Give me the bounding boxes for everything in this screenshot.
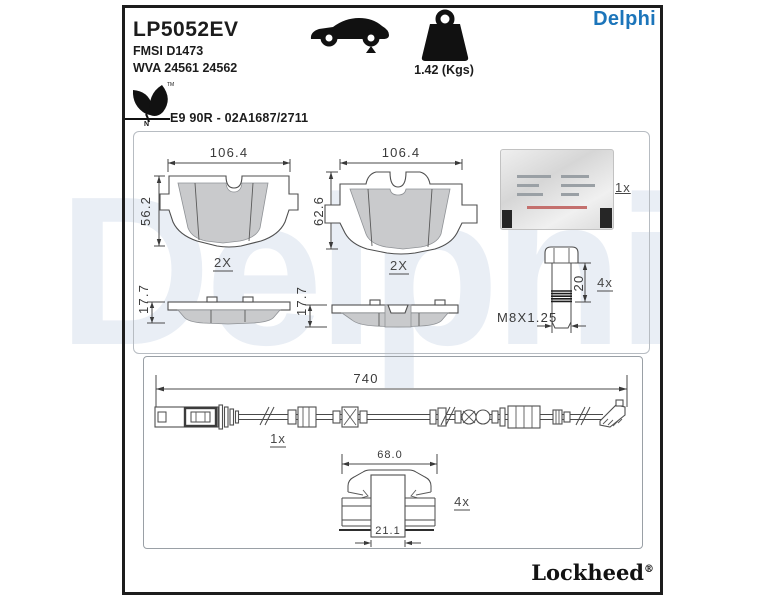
lockheed-text: Lockheed xyxy=(531,560,644,585)
drawings-panel xyxy=(133,131,650,354)
eco-leaf-icon: N TM xyxy=(125,82,174,128)
clip-qty: 4x xyxy=(454,494,470,509)
pad2-side-drawing: 17.7 xyxy=(294,286,459,328)
pad2-width-dim: 106.4 xyxy=(382,145,421,160)
pad1-front-drawing: 106.4 56.2 2X xyxy=(138,145,299,272)
pad2-height-dim: 62.6 xyxy=(311,196,326,226)
pad2-qty: 2X xyxy=(390,258,408,273)
sachet-qty: 1x xyxy=(615,180,631,195)
pad2-front-drawing: 106.4 62.6 2X xyxy=(311,145,478,275)
pad1-qty: 2X xyxy=(214,255,232,270)
pad1-friction xyxy=(177,182,269,244)
bolt-drawing: 20 4x M8X1.25 xyxy=(497,246,613,333)
eco-trademark: TM xyxy=(167,82,174,88)
axle-marker-triangle xyxy=(366,46,376,53)
pad1-side-drawing: 17.7 xyxy=(136,284,291,325)
approval-code: E9 90R - 02A1687/2711 xyxy=(170,111,309,125)
bolt-thread-dim: M8X1.25 xyxy=(497,310,557,325)
bolt-length-dim: 20 xyxy=(571,275,586,292)
bolt-qty: 4x xyxy=(597,275,613,290)
pad1-height-dim: 56.2 xyxy=(138,196,153,226)
sensor-drawing: 740 1x xyxy=(154,371,628,448)
sensor-panel xyxy=(143,356,643,549)
fmsi-code: FMSI D1473 xyxy=(133,44,204,58)
clip-inner-dim: 21.1 xyxy=(375,525,400,537)
eco-letter: N xyxy=(144,121,149,128)
sensor-qty: 1x xyxy=(270,431,286,446)
part-number: LP5052EV xyxy=(133,18,239,41)
lockheed-logo: Lockheed® xyxy=(498,560,654,585)
weight-value: 1.42 (Kgs) xyxy=(414,63,474,77)
weight-icon xyxy=(421,9,469,61)
wva-code: WVA 24561 24562 xyxy=(133,61,238,75)
grease-sachet-photo xyxy=(500,149,614,230)
clip-width-dim: 68.0 xyxy=(377,449,402,461)
pad2-friction xyxy=(349,188,451,250)
pad1-width-dim: 106.4 xyxy=(210,145,249,160)
delphi-logo: Delphi xyxy=(593,8,656,30)
sensor-length-dim: 740 xyxy=(353,371,378,386)
car-rear-axle-icon xyxy=(310,18,389,53)
document-border xyxy=(122,5,663,595)
clip-drawing: 68.0 21.1 4x xyxy=(339,449,470,547)
clip-center-block xyxy=(370,474,406,538)
bolt-threads xyxy=(551,290,572,303)
pad2-thickness-dim: 17.7 xyxy=(294,286,309,316)
pad1-thickness-dim: 17.7 xyxy=(136,284,151,314)
registered-mark: ® xyxy=(644,564,654,575)
